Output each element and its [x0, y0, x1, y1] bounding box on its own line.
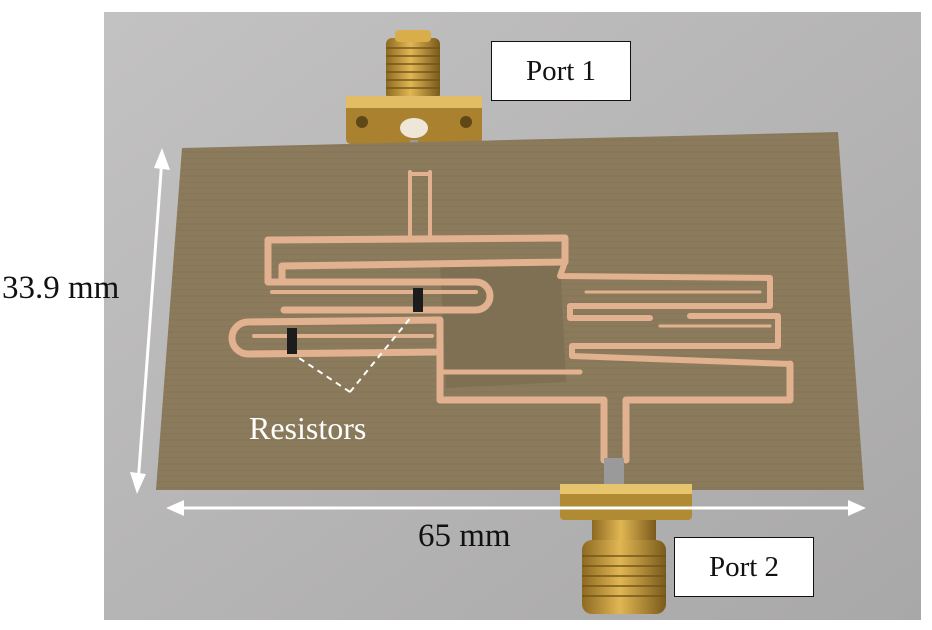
height-label: 33.9 mm [2, 270, 120, 306]
port1-label: Port 1 [525, 54, 597, 87]
width-dimension-arrow [166, 500, 866, 516]
height-dimension-arrow [130, 148, 170, 494]
board-photo [104, 12, 921, 620]
port2-label-box: Port 2 [674, 537, 814, 597]
port1-connector [346, 30, 482, 168]
port2-label: Port 2 [708, 550, 780, 583]
copper-traces [228, 170, 794, 464]
port2-connector [560, 458, 692, 614]
resistors-parts [287, 288, 423, 354]
width-label: 65 mm [418, 518, 511, 554]
port1-label-box: Port 1 [491, 41, 631, 101]
resistors-label: Resistors [249, 410, 367, 446]
resistor-pointers [295, 315, 413, 393]
